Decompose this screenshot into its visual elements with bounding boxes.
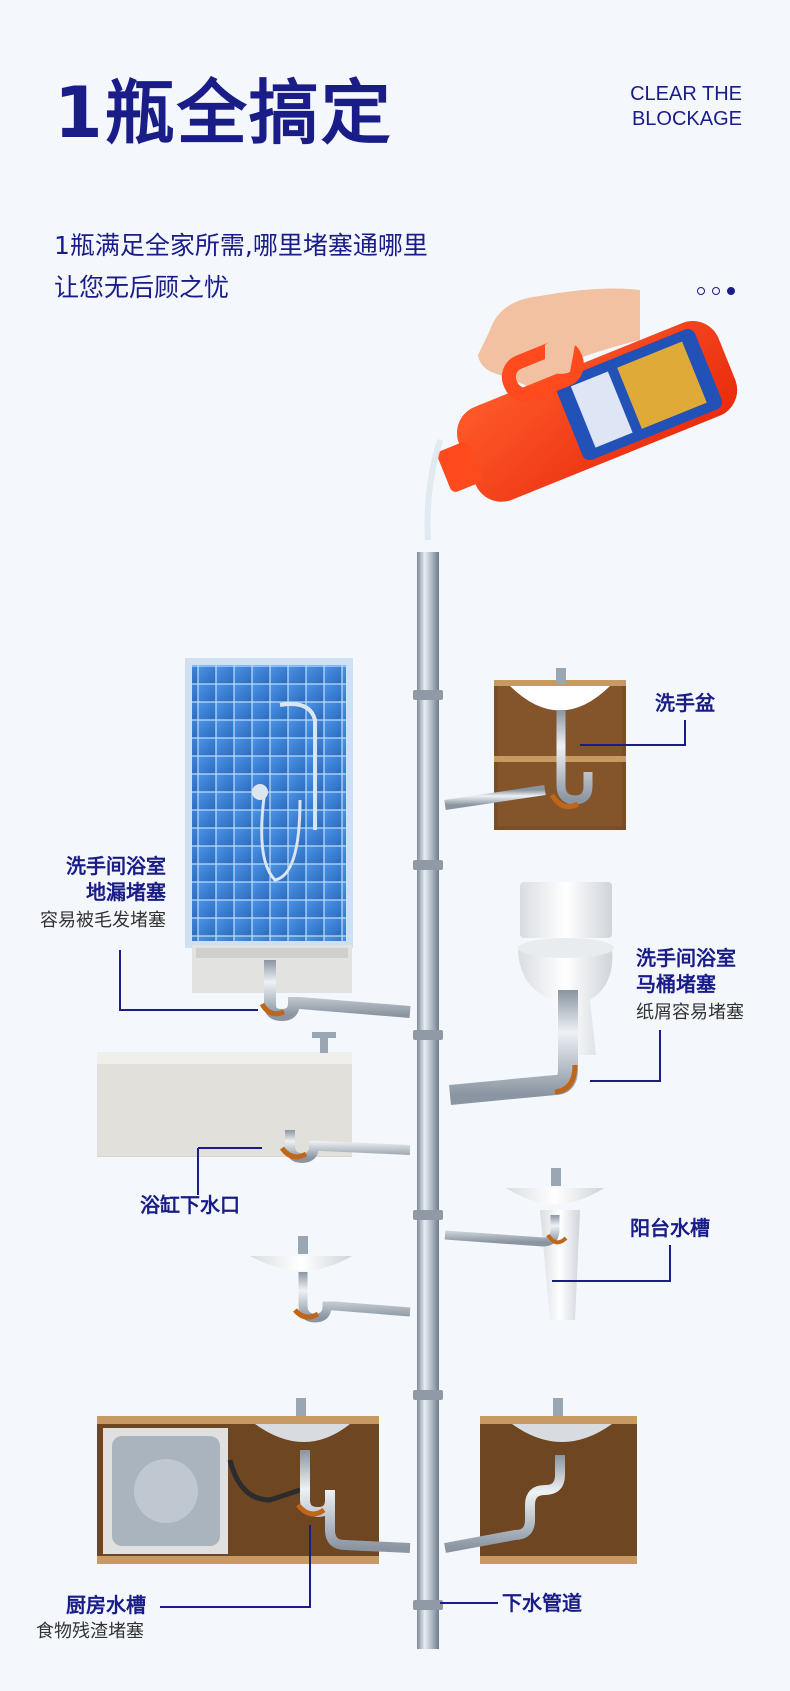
label-drain-pipe: 下水管道 xyxy=(502,1591,582,1615)
carousel-dot-1[interactable] xyxy=(697,287,705,295)
english-tagline: CLEAR THE BLOCKAGE xyxy=(602,82,742,132)
hand-pouring-bottle xyxy=(424,288,738,541)
label-toilet-desc: 纸屑容易堵塞 xyxy=(636,1002,744,1023)
shower-wall xyxy=(185,658,353,993)
label-toilet-line2: 马桶堵塞 xyxy=(636,972,716,996)
label-floor-drain-line2: 地漏堵塞 xyxy=(86,880,166,904)
label-bathtub: 浴缸下水口 xyxy=(140,1193,240,1217)
label-floor-drain-line1: 洗手间浴室 xyxy=(66,854,166,878)
label-kitchen-sink: 厨房水槽 食物残渣堵塞 xyxy=(36,1592,146,1644)
callout-lines xyxy=(119,720,686,1608)
carousel-indicator xyxy=(697,287,735,295)
toilet xyxy=(449,882,614,1105)
label-balcony-sink: 阳台水槽 xyxy=(630,1216,710,1240)
label-washbasin: 洗手盆 xyxy=(655,691,715,715)
english-tagline-line2: BLOCKAGE xyxy=(631,108,742,130)
label-floor-drain: 洗手间浴室 地漏堵塞 容易被毛发堵塞 xyxy=(24,853,166,933)
subtitle-line2: 让您无后顾之忧 xyxy=(54,273,230,302)
label-toilet: 洗手间浴室 马桶堵塞 纸屑容易堵塞 xyxy=(636,945,744,1025)
label-kitchen-sink-title: 厨房水槽 xyxy=(66,1593,146,1617)
english-tagline-line1: CLEAR THE xyxy=(630,83,742,105)
main-drain-pipe xyxy=(417,552,439,1649)
label-kitchen-sink-desc: 食物残渣堵塞 xyxy=(36,1621,144,1642)
bathtub xyxy=(97,1032,352,1157)
page-title: 1瓶全搞定 xyxy=(54,72,393,154)
label-toilet-line1: 洗手间浴室 xyxy=(636,946,736,970)
label-floor-drain-desc: 容易被毛发堵塞 xyxy=(40,910,166,931)
carousel-dot-3-active[interactable] xyxy=(727,287,735,295)
subtitle-line1: 1瓶满足全家所需,哪里堵塞通哪里 xyxy=(54,231,428,260)
carousel-dot-2[interactable] xyxy=(712,287,720,295)
wall-sink xyxy=(250,1236,352,1271)
